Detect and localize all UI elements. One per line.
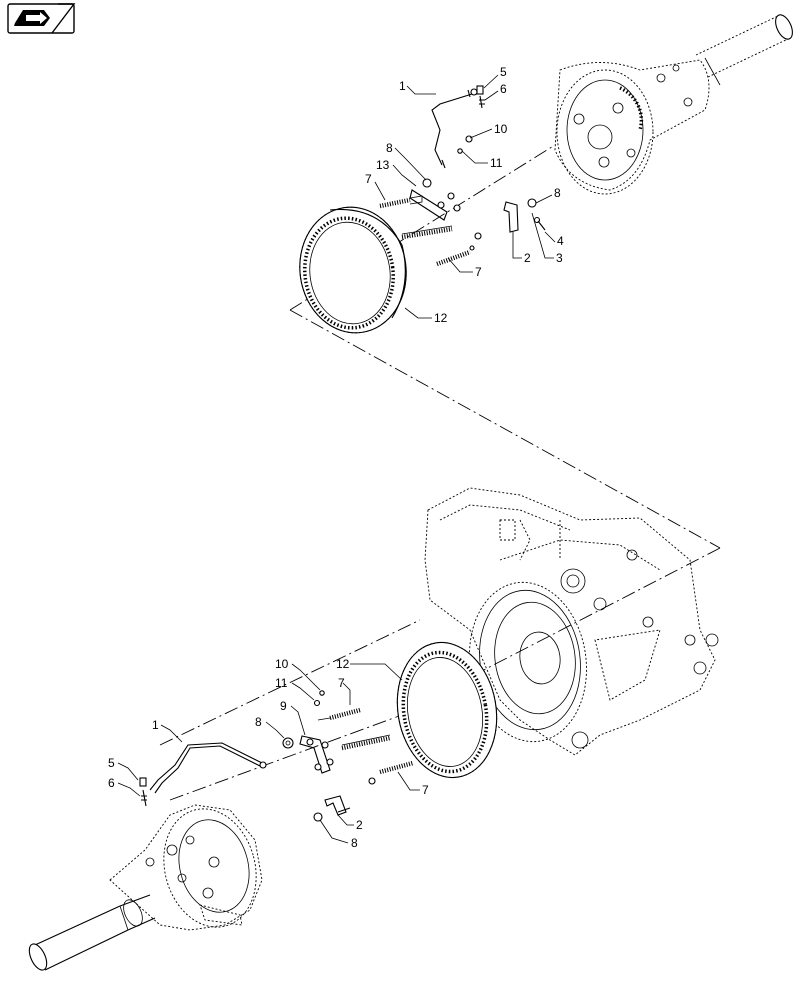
callout-7-upper-a: 7: [365, 172, 386, 201]
callout-label: 2: [524, 251, 531, 265]
ring-gear-12-upper: [299, 206, 407, 334]
callout-label: 13: [376, 158, 390, 172]
fasteners-3-4-8-upper: [527, 198, 546, 231]
callout-label: 10: [494, 122, 508, 136]
callout-8-upper-right: 8: [535, 186, 561, 204]
next-page-button[interactable]: [7, 3, 76, 34]
brake-pipe-lower: [149, 742, 267, 794]
callout-label: 2: [356, 818, 363, 832]
callout-label: 5: [500, 65, 507, 79]
callout-8-lower-left: 8: [255, 715, 285, 739]
lower-assembly: [28, 487, 719, 971]
callout-label: 7: [338, 676, 345, 690]
callout-label: 10: [275, 657, 289, 671]
small-fittings-lower: [313, 690, 325, 707]
callout-label: 4: [557, 234, 564, 248]
callout-8-lower-bottom: 8: [319, 819, 358, 850]
callout-label: 11: [275, 676, 288, 690]
callout-label: 7: [422, 783, 429, 797]
callout-label: 8: [554, 186, 561, 200]
small-fittings-upper: [457, 135, 473, 154]
callout-label: 6: [108, 776, 115, 790]
callout-11-upper: 11: [461, 150, 503, 170]
callout-label: 6: [500, 82, 507, 96]
bleed-fittings-upper: [476, 85, 485, 109]
ring-gear-12-lower: [396, 641, 498, 779]
callout-10-lower: 10: [275, 657, 321, 691]
callout-5-lower: 5: [108, 756, 139, 781]
callout-10-upper: 10: [469, 122, 508, 139]
callout-6-lower: 6: [108, 776, 141, 797]
axle-housing-upper: [554, 59, 710, 195]
callout-12-lower: 12: [336, 657, 403, 681]
stud-7-lower-b: [341, 734, 414, 785]
callout-9-lower: 9: [280, 699, 306, 736]
callout-label: 7: [365, 172, 372, 186]
callout-2-upper: 2: [512, 232, 531, 265]
upper-assembly: [299, 14, 793, 334]
callout-label: 9: [280, 699, 287, 713]
callout-7-upper-b: 7: [447, 257, 482, 279]
axle-shaft-upper: [695, 14, 793, 86]
callout-label: 8: [351, 836, 358, 850]
callouts-lower: 10 11 12 7 9 8 1 5: [108, 657, 429, 850]
stud-7-upper-b: [401, 225, 482, 267]
callout-5-upper: 5: [483, 65, 507, 89]
callout-label: 5: [108, 756, 115, 770]
callout-3-upper: 3: [531, 212, 563, 265]
bracket-13-upper: [409, 178, 461, 221]
bracket-9-lower: [299, 735, 334, 774]
callout-label: 8: [255, 715, 262, 729]
callout-label: 1: [152, 718, 159, 732]
callout-12-upper: 12: [404, 307, 448, 325]
callout-label: 12: [336, 657, 350, 671]
bleed-fittings-lower: [139, 777, 147, 807]
clip-2-upper: [503, 201, 519, 233]
callout-13-upper: 13: [376, 158, 417, 187]
callout-1-lower: 1: [152, 718, 183, 743]
stud-7-lower-a: [317, 707, 361, 721]
callouts-upper: 1 5 6 10 11 8 13 7: [365, 65, 564, 325]
bolt-8-lower-left: [282, 737, 294, 749]
clip-2-lower: [324, 795, 351, 816]
bolt-8-lower-bottom: [313, 812, 323, 822]
callout-7-lower-a: 7: [338, 676, 351, 705]
callout-label: 1: [399, 79, 406, 93]
stud-7-upper-a: [379, 195, 423, 209]
callout-1-upper: 1: [399, 79, 436, 95]
next-page-icon: [14, 3, 76, 34]
callout-6-upper: 6: [484, 82, 507, 101]
axle-housing-lower: [109, 804, 263, 931]
callout-label: 11: [490, 156, 503, 170]
callout-4-upper: 4: [544, 231, 564, 248]
brake-pipe-upper: [431, 88, 478, 169]
axle-shaft-lower: [28, 894, 156, 971]
callout-label: 7: [475, 265, 482, 279]
callout-7-lower-b: 7: [397, 771, 429, 797]
callout-8-upper-left: 8: [386, 141, 427, 181]
callout-label: 12: [434, 311, 448, 325]
callout-2-lower: 2: [337, 814, 363, 832]
callout-11-lower: 11: [275, 676, 315, 701]
callout-label: 8: [386, 141, 393, 155]
callout-label: 3: [556, 251, 563, 265]
